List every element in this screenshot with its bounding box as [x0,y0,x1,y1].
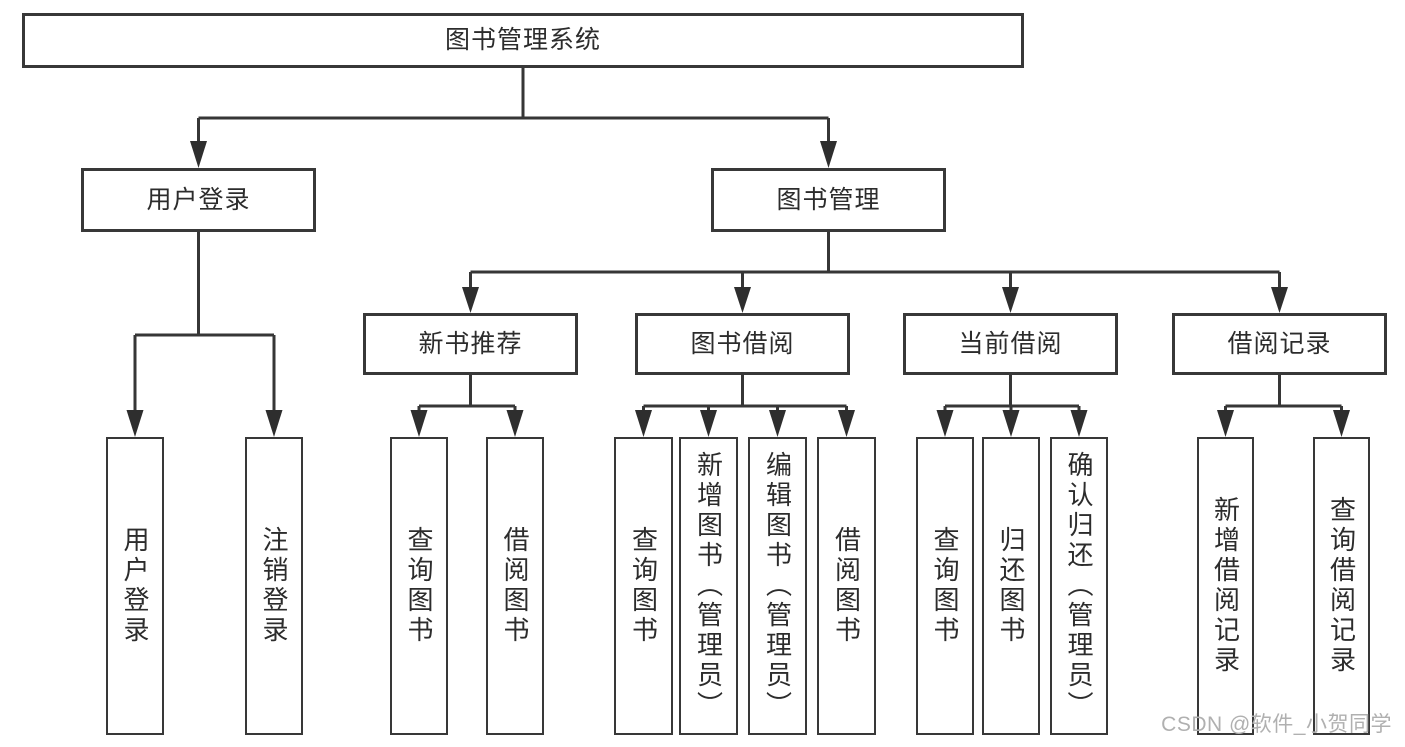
node-book-borrow: 图书借阅 [635,313,850,375]
arrowhead [838,410,855,437]
node-label: 新书推荐 [418,329,523,358]
leaf-query-books-borrow: 查询图书 [614,437,673,735]
leaf-add-books-admin: 新增图书（管理员） [679,437,738,735]
leaf-return-books: 归还图书 [982,437,1040,735]
node-label: 编辑图书（管理员） [762,451,793,721]
arrowhead [769,410,786,437]
node-label: 图书管理系统 [444,26,601,54]
arrowhead [700,410,717,437]
node-label: 用户登录 [146,185,251,214]
arrowhead [1217,410,1234,437]
leaf-borrow-books-recommend: 借阅图书 [486,437,544,735]
leaf-logout-login: 注销登录 [245,437,303,735]
node-label: 归还图书 [996,526,1026,646]
leaf-borrow-books: 借阅图书 [817,437,876,735]
node-label: 新增图书（管理员） [693,451,724,721]
node-new-book-recommend: 新书推荐 [363,313,578,375]
leaf-user-login: 用户登录 [106,437,164,735]
node-label: 借阅记录 [1227,329,1332,358]
leaf-add-borrow-record: 新增借阅记录 [1197,437,1254,735]
node-current-borrow: 当前借阅 [903,313,1118,375]
node-label: 注销登录 [259,526,289,646]
arrowhead [462,287,479,313]
node-label: 确认归还（管理员） [1064,451,1094,721]
leaf-query-books-current: 查询图书 [916,437,974,735]
node-label: 新增借阅记录 [1210,496,1241,676]
node-label: 用户登录 [120,526,150,646]
arrowhead [506,410,524,437]
node-label: 查询图书 [930,526,960,646]
node-label: 查询借阅记录 [1326,496,1357,676]
node-label: 借阅图书 [500,526,530,646]
leaf-query-borrow-record: 查询借阅记录 [1313,437,1370,735]
node-label: 当前借阅 [958,329,1063,358]
arrowheads [126,141,1350,437]
arrowhead [820,141,837,168]
arrowhead [1002,287,1019,313]
arrowhead [1070,410,1088,437]
arrowhead [190,141,207,168]
leaf-query-books-recommend: 查询图书 [390,437,448,735]
leaf-edit-books-admin: 编辑图书（管理员） [748,437,807,735]
node-label: 借阅图书 [831,526,862,646]
arrowhead [936,410,954,437]
arrowhead [635,410,652,437]
arrowhead [265,410,283,437]
watermark: CSDN @软件_小贺同学 [1161,713,1392,736]
node-book-management: 图书管理 [711,168,946,232]
node-library-management-system: 图书管理系统 [22,13,1024,68]
node-borrow-records: 借阅记录 [1172,313,1387,375]
node-label: 查询图书 [404,526,434,646]
leaf-confirm-return-admin: 确认归还（管理员） [1050,437,1108,735]
arrowhead [410,410,428,437]
arrowhead [1333,410,1350,437]
node-user-login: 用户登录 [81,168,316,232]
arrowhead [126,410,144,437]
arrowhead [734,287,751,313]
node-label: 图书管理 [776,185,881,214]
node-label: 图书借阅 [690,329,795,358]
arrowhead [1002,410,1020,437]
arrowhead [1271,287,1288,313]
node-label: 查询图书 [628,526,659,646]
